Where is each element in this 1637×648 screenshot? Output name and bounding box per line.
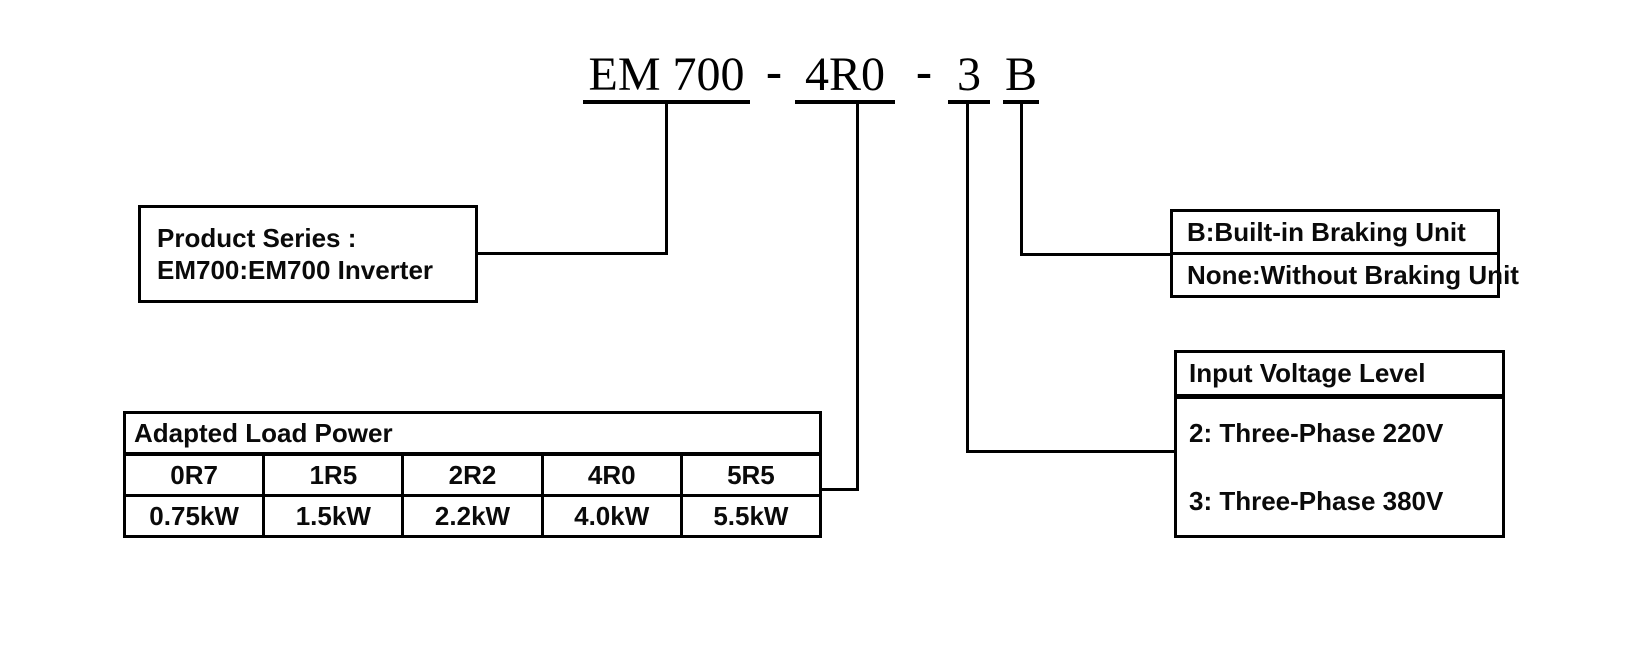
connector-braking-horizontal bbox=[1020, 253, 1173, 256]
load-power-cell: 5.5kW bbox=[679, 497, 819, 535]
model-segment-power: 4R0 bbox=[795, 50, 895, 104]
connector-series-vertical bbox=[665, 102, 668, 255]
braking-unit-box: B:Built-in Braking Unit None:Without Bra… bbox=[1170, 209, 1519, 298]
model-segment-braking: B bbox=[1003, 50, 1039, 104]
input-voltage-box: Input Voltage Level 2: Three-Phase 220V … bbox=[1174, 350, 1505, 538]
load-code-cell: 2R2 bbox=[401, 456, 540, 494]
model-segment-series: EM 700 bbox=[583, 50, 750, 104]
model-segment-voltage: 3 bbox=[948, 50, 990, 104]
connector-power-horizontal bbox=[822, 488, 859, 491]
load-power-cell: 2.2kW bbox=[401, 497, 540, 535]
voltage-option-380v: 3: Three-Phase 380V bbox=[1189, 485, 1444, 516]
adapted-load-power-table: Adapted Load Power 0R7 1R5 2R2 4R0 5R5 0… bbox=[123, 411, 822, 538]
product-series-value: EM700:EM700 Inverter bbox=[157, 255, 434, 285]
connector-voltage-horizontal bbox=[966, 450, 1174, 453]
product-series-box: Product Series : EM700:EM700 Inverter bbox=[138, 205, 478, 303]
braking-option-none: None:Without Braking Unit bbox=[1173, 252, 1519, 295]
load-power-cell: 1.5kW bbox=[262, 497, 401, 535]
input-voltage-title: Input Voltage Level bbox=[1177, 353, 1502, 399]
separator-dash: - bbox=[916, 45, 932, 98]
braking-option-built-in: B:Built-in Braking Unit bbox=[1187, 216, 1466, 247]
load-power-cell: 4.0kW bbox=[540, 497, 680, 535]
load-power-value-row: 0.75kW 1.5kW 2.2kW 4.0kW 5.5kW bbox=[126, 497, 819, 535]
load-power-code-row: 0R7 1R5 2R2 4R0 5R5 bbox=[126, 456, 819, 497]
product-series-label: Product Series : bbox=[157, 223, 357, 253]
connector-voltage-vertical bbox=[966, 102, 969, 453]
load-power-table-title: Adapted Load Power bbox=[126, 414, 819, 456]
load-code-cell: 4R0 bbox=[540, 456, 680, 494]
load-power-cell: 0.75kW bbox=[149, 500, 239, 531]
load-code-cell: 5R5 bbox=[679, 456, 819, 494]
connector-braking-vertical bbox=[1020, 102, 1023, 256]
connector-power-vertical bbox=[856, 102, 859, 491]
connector-series-horizontal bbox=[478, 252, 668, 255]
load-code-cell: 0R7 bbox=[170, 459, 218, 490]
voltage-option-220v: 2: Three-Phase 220V bbox=[1189, 417, 1444, 448]
load-code-cell: 1R5 bbox=[262, 456, 401, 494]
separator-dash: - bbox=[766, 45, 782, 98]
